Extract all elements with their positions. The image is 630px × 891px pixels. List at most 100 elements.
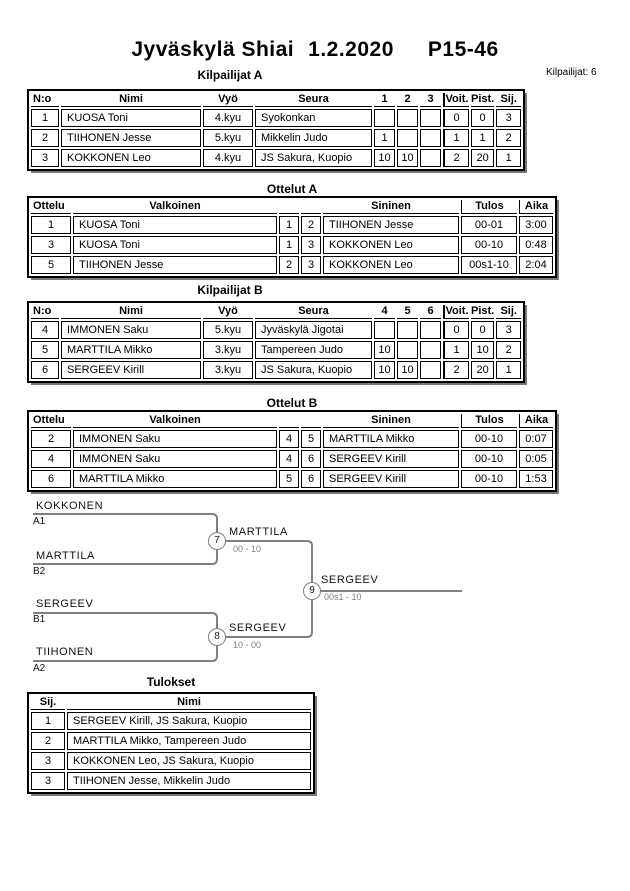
bracket-lines [33, 513, 462, 662]
cell-name: IMMONEN Saku [61, 321, 201, 339]
cell-blue: TIIHONEN Jesse [323, 216, 459, 234]
cell-belt: 5.kyu [203, 129, 253, 147]
cell-points: 10 [471, 341, 495, 359]
match-number-badge: 7 [208, 532, 226, 550]
col-belt: Vyö [203, 93, 253, 107]
cell-result: 00-10 [461, 430, 517, 448]
cell-no: 2 [31, 129, 59, 147]
cell-score3 [420, 361, 441, 379]
cell-wins: 0 [443, 109, 469, 127]
cell-time: 0:48 [519, 236, 553, 254]
col-no: N:o [31, 305, 59, 319]
cell-match-no: 5 [31, 256, 71, 274]
cell-score2: 10 [397, 361, 418, 379]
cell-no: 5 [31, 341, 59, 359]
bracket-slot-seed: A2 [33, 663, 46, 674]
cell-score3 [420, 321, 441, 339]
bracket-slot-name: SERGEEV [36, 598, 94, 610]
table-row: 4 IMMONEN Saku 4 6 SERGEEV Kirill 00-10 … [31, 450, 553, 468]
match-number-badge: 9 [303, 582, 321, 600]
cell-match-no: 4 [31, 450, 71, 468]
competitor-count: Kilpailijat: 6 [546, 67, 597, 78]
cell-match-no: 6 [31, 470, 71, 488]
cell-result: 00-10 [461, 450, 517, 468]
cell-blue: SERGEEV Kirill [323, 470, 459, 488]
cell-name: KUOSA Toni [61, 109, 201, 127]
matches-b-header-row: Ottelu Valkoinen Sininen Tulos Aika [31, 414, 553, 428]
cell-points: 1 [471, 129, 495, 147]
bracket-winner-name: MARTTILA [229, 526, 288, 538]
col-opp5: 5 [397, 305, 418, 319]
table-row: 3 KOKKONEN Leo, JS Sakura, Kuopio [31, 752, 311, 770]
cell-wins: 0 [443, 321, 469, 339]
cell-belt: 4.kyu [203, 109, 253, 127]
col-belt: Vyö [203, 305, 253, 319]
table-row: 2 IMMONEN Saku 4 5 MARTTILA Mikko 00-10 … [31, 430, 553, 448]
cell-score1: 1 [374, 129, 395, 147]
cell-place: 2 [31, 732, 65, 750]
match-number-badge: 8 [208, 628, 226, 646]
pool-b-header-row: N:o Nimi Vyö Seura 4 5 6 Voit. Pist. Sij… [31, 305, 522, 319]
col-wins: Voit. [443, 93, 469, 107]
bracket-slot-seed: B2 [33, 566, 46, 577]
col-opp4: 4 [374, 305, 395, 319]
bracket-slot-name: MARTTILA [36, 550, 95, 562]
section-heading-pool-b: Kilpailijat B [197, 283, 263, 297]
col-white: Valkoinen [73, 200, 277, 214]
col-name: Nimi [61, 93, 201, 107]
cell-points: 0 [471, 321, 495, 339]
cell-no: 3 [31, 149, 59, 167]
bracket-slot-seed: A1 [33, 516, 46, 527]
col-points: Pist. [471, 93, 495, 107]
table-row: 3 TIIHONEN Jesse, Mikkelin Judo [31, 772, 311, 790]
cell-blue-no: 6 [301, 470, 321, 488]
cell-points: 20 [471, 149, 495, 167]
bracket-winner-name: SERGEEV [321, 574, 379, 586]
cell-white: IMMONEN Saku [73, 430, 277, 448]
cell-club: Tampereen Judo [255, 341, 372, 359]
cell-white: IMMONEN Saku [73, 450, 277, 468]
cell-white: KUOSA Toni [73, 216, 277, 234]
cell-blue-no: 3 [301, 236, 321, 254]
cell-white: TIIHONEN Jesse [73, 256, 277, 274]
cell-score2 [397, 129, 418, 147]
col-white: Valkoinen [73, 414, 277, 428]
cell-club: JS Sakura, Kuopio [255, 149, 372, 167]
cell-white-no: 4 [279, 450, 299, 468]
cell-white-no: 4 [279, 430, 299, 448]
cell-wins: 1 [443, 341, 469, 359]
cell-club: JS Sakura, Kuopio [255, 361, 372, 379]
results-header-row: Sij. Nimi [31, 696, 311, 710]
cell-place: 3 [31, 752, 65, 770]
cell-blue: KOKKONEN Leo [323, 236, 459, 254]
table-row: 1 KUOSA Toni 4.kyu Syokonkan 0 0 3 [31, 109, 522, 127]
cell-belt: 4.kyu [203, 149, 253, 167]
cell-points: 0 [471, 109, 495, 127]
col-club: Seura [255, 93, 372, 107]
col-result: Tulos [461, 414, 517, 428]
bracket-line-slot2 [33, 541, 218, 565]
cell-blue-no: 2 [301, 216, 321, 234]
table-row: 3 KOKKONEN Leo 4.kyu JS Sakura, Kuopio 1… [31, 149, 522, 167]
cell-wins: 2 [443, 149, 469, 167]
cell-no: 4 [31, 321, 59, 339]
section-heading-matches-b: Ottelut B [266, 396, 318, 410]
cell-no: 1 [31, 109, 59, 127]
title-event: Jyväskylä Shiai [131, 38, 295, 61]
cell-name: MARTTILA Mikko [61, 341, 201, 359]
title-category: P15-46 [427, 38, 499, 61]
cell-score2 [397, 321, 418, 339]
cell-place: 3 [496, 109, 522, 127]
cell-blue: SERGEEV Kirill [323, 450, 459, 468]
pool-a-header-row: N:o Nimi Vyö Seura 1 2 3 Voit. Pist. Sij… [31, 93, 522, 107]
cell-score1: 10 [374, 149, 395, 167]
bracket-match-score: 00 - 10 [233, 544, 262, 554]
col-blue: Sininen [323, 200, 459, 214]
table-row: 1 KUOSA Toni 1 2 TIIHONEN Jesse 00-01 3:… [31, 216, 553, 234]
table-row: 6 MARTTILA Mikko 5 6 SERGEEV Kirill 00-1… [31, 470, 553, 488]
cell-result: 00-01 [461, 216, 517, 234]
cell-result: 00s1-10 [461, 256, 517, 274]
cell-place: 3 [496, 321, 522, 339]
cell-match-no: 1 [31, 216, 71, 234]
